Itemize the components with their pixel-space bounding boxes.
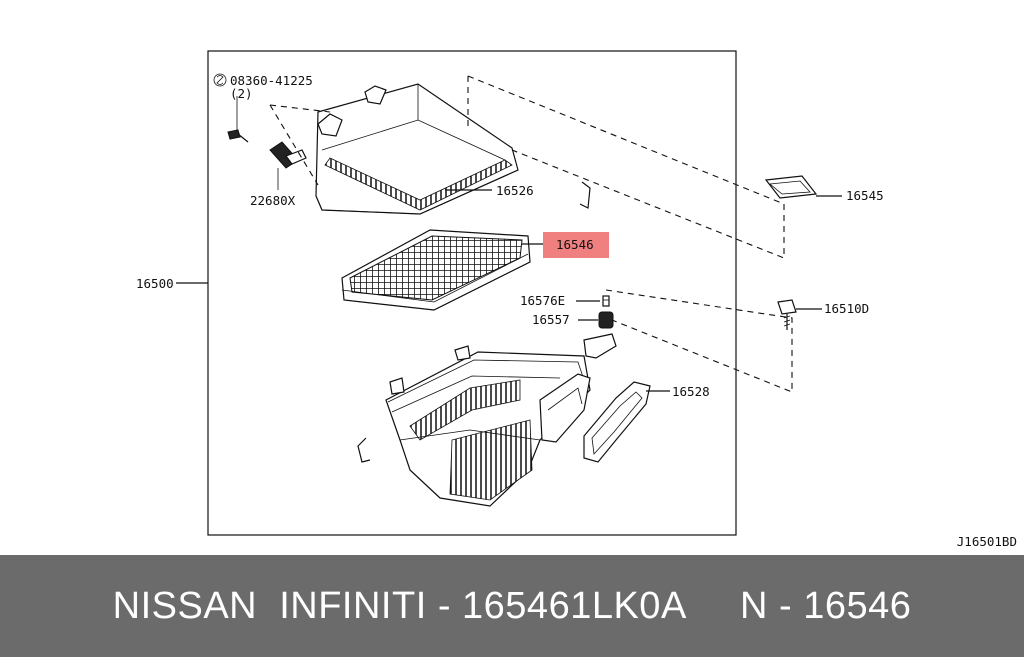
bracket-label: 16545: [846, 188, 884, 203]
assembly-frame: [207, 50, 737, 536]
clip-to-bolt-dash: [605, 289, 793, 393]
seal-label: 16528: [672, 384, 710, 399]
bolt-label: 16510D: [824, 301, 869, 316]
filter-highlight: [543, 232, 609, 258]
sensor-label: 22680X: [250, 193, 296, 208]
assembly-label: 16500: [136, 276, 174, 291]
screw-qty-label: (2): [230, 86, 253, 101]
bracket-part: [764, 175, 818, 199]
case-clip: [357, 437, 371, 463]
parts-diagram: 08360-41225 (2) 22680X 16500 16526 16546…: [136, 50, 1017, 549]
filter-element: [341, 229, 531, 311]
cover-clip: [579, 181, 591, 209]
caption-bar: NISSAN INFINITI - 165461LK0A N - 16546: [0, 555, 1024, 657]
bolt-part: [777, 299, 797, 330]
drawing-code: J16501BD: [957, 534, 1017, 549]
grommet-part: [598, 311, 614, 329]
cover-to-bracket-dash: [467, 75, 785, 259]
clip-part: [602, 295, 610, 307]
air-cleaner-lower-case: [385, 333, 617, 507]
filter-label: 16546: [556, 237, 594, 252]
cover-label: 16526: [496, 183, 534, 198]
clip-label: 16576E: [520, 293, 565, 308]
part-number-caption: NISSAN INFINITI - 165461LK0A N - 16546: [112, 585, 912, 627]
screw-part: [213, 73, 249, 143]
screw-code-label: 08360-41225: [230, 73, 313, 88]
grommet-label: 16557: [532, 312, 570, 327]
air-cleaner-cover: [315, 83, 519, 215]
sensor-dash-a: [269, 104, 319, 186]
mass-airflow-sensor: [269, 141, 307, 190]
duct-seal: [583, 381, 651, 463]
